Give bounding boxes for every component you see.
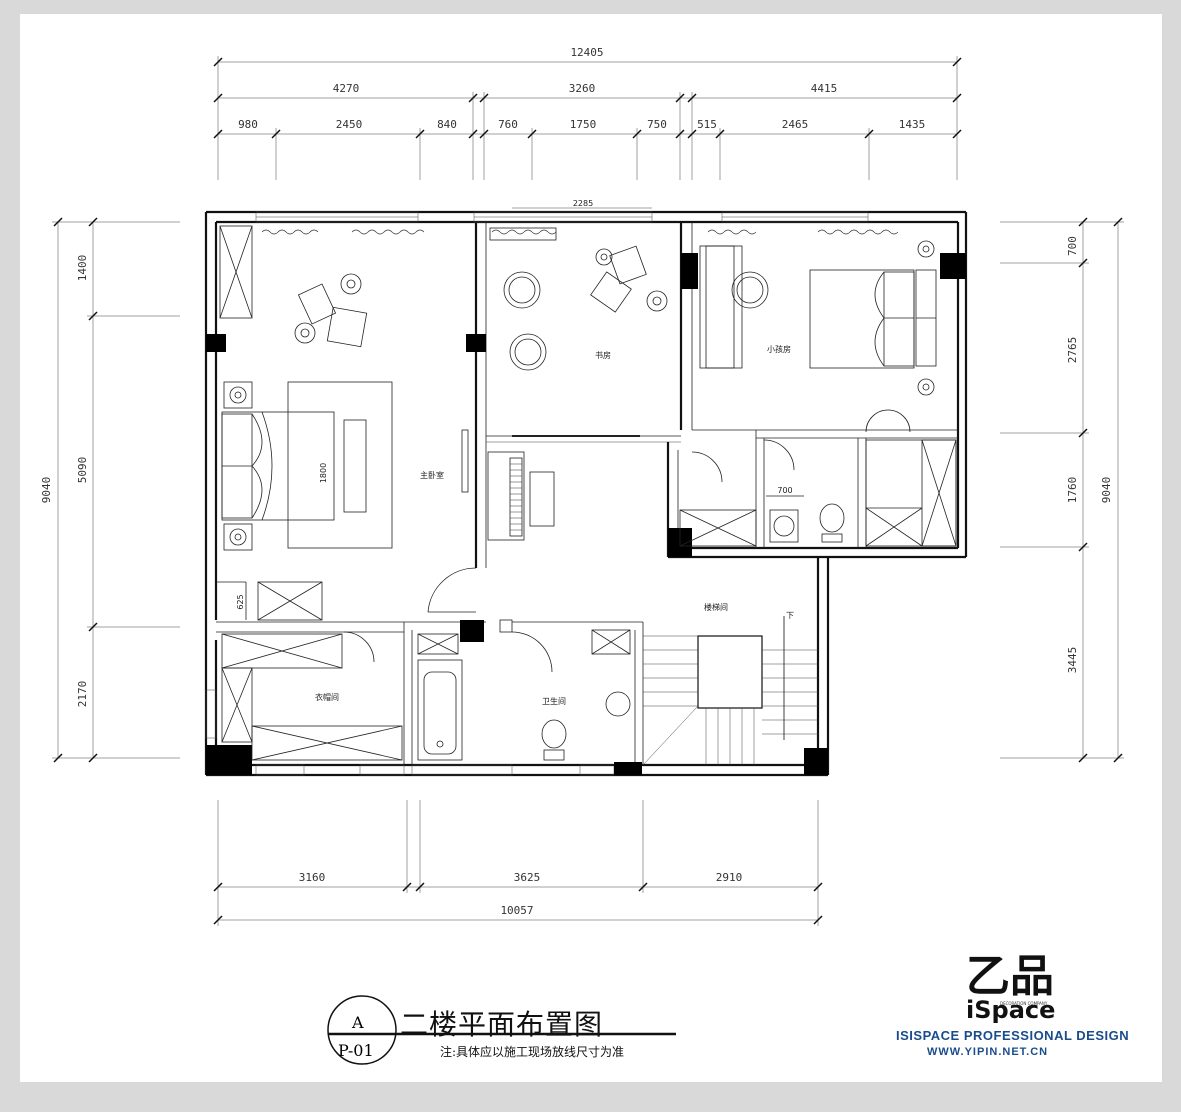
dim-right-part-4: 3445	[1066, 647, 1079, 674]
dim-top-total: 12405	[570, 46, 603, 59]
dim-top-detail-5: 1750	[570, 118, 597, 131]
dim-left-total: 9040	[40, 477, 53, 504]
master-bedroom-furniture	[216, 225, 477, 621]
title-block	[327, 995, 676, 1065]
dim-bottom-part-3: 2910	[716, 871, 743, 884]
piano-keys	[510, 463, 522, 531]
dim-left-part-2: 5090	[76, 457, 89, 484]
room-label-master-bedroom: 主卧室	[420, 470, 444, 480]
drawing-title: 二楼平面布置图	[400, 1008, 604, 1041]
dim-top-detail-6: 750	[647, 118, 667, 131]
dim-right-part-1: 700	[1066, 236, 1079, 256]
dim-bottom-part-2: 3625	[514, 871, 541, 884]
dim-top-mid-2: 3260	[569, 82, 596, 95]
curtains	[261, 229, 899, 235]
dim-bottom-part-1: 3160	[299, 871, 326, 884]
dim-top-detail-1: 980	[238, 118, 258, 131]
logo-url: WWW.YIPIN.NET.CN	[927, 1046, 1049, 1058]
dim-top-detail-4: 760	[498, 118, 518, 131]
dim-top-detail-9: 1435	[899, 118, 926, 131]
dim-right-total: 9040	[1100, 477, 1113, 504]
logo-company-text: DECORATION COMPANY	[1000, 1001, 1048, 1006]
kids-room-furniture	[679, 240, 957, 547]
dim-left-part-1: 1400	[76, 255, 89, 282]
dim-left-part-3: 2170	[76, 681, 89, 708]
dim-top-detail-3: 840	[437, 118, 457, 131]
room-label-study: 书房	[595, 350, 611, 360]
dim-bottom-total: 10057	[500, 904, 533, 917]
stair-down-label: 下	[786, 611, 794, 620]
room-label-kids-room: 小孩房	[767, 344, 791, 354]
dim-wardrobe-depth: 625	[236, 594, 245, 609]
stairs	[642, 616, 818, 766]
logo-chinese-mark: 乙品	[966, 951, 1054, 1002]
drawing-tag-number: P-01	[338, 1041, 374, 1060]
study-furniture	[487, 227, 668, 541]
closet-bath-fixtures	[221, 619, 631, 761]
dim-top-detail-7: 515	[697, 118, 717, 131]
dim-wc-width: 700	[777, 486, 792, 495]
room-label-walk-in-closet: 衣帽间	[315, 692, 339, 702]
dim-window-span: 2285	[573, 199, 593, 208]
drawing-note: 注:具体应以施工现场放线尺寸为准	[440, 1045, 625, 1059]
top-dimensions: 12405 4270 3260 4415 980 2450 840 760 17…	[213, 46, 962, 180]
right-dimensions: 9040 700 2765 1760 3445	[1000, 217, 1124, 763]
room-label-bathroom: 卫生间	[542, 696, 566, 706]
logo-professional-design: ISISPACE PROFESSIONAL DESIGN	[896, 1028, 1130, 1043]
left-dimensions: 9040 1400 5090 2170	[40, 217, 180, 763]
logo-english-mark: iSpace	[966, 996, 1056, 1024]
dim-top-mid-3: 4415	[811, 82, 838, 95]
drawing-tag-letter: A	[352, 1013, 364, 1032]
bottom-dimensions: 3160 3625 2910 10057	[213, 800, 823, 926]
dim-top-detail-2: 2450	[336, 118, 363, 131]
walls	[204, 210, 968, 777]
dim-top-detail-8: 2465	[782, 118, 809, 131]
windows	[205, 211, 869, 776]
dim-right-part-2: 2765	[1066, 337, 1079, 364]
dim-right-part-3: 1760	[1066, 477, 1079, 504]
dim-top-mid-1: 4270	[333, 82, 360, 95]
room-label-stairwell: 楼梯间	[704, 602, 728, 612]
dim-bed-length: 1800	[319, 463, 328, 483]
drawing-sheet	[20, 14, 1162, 1082]
